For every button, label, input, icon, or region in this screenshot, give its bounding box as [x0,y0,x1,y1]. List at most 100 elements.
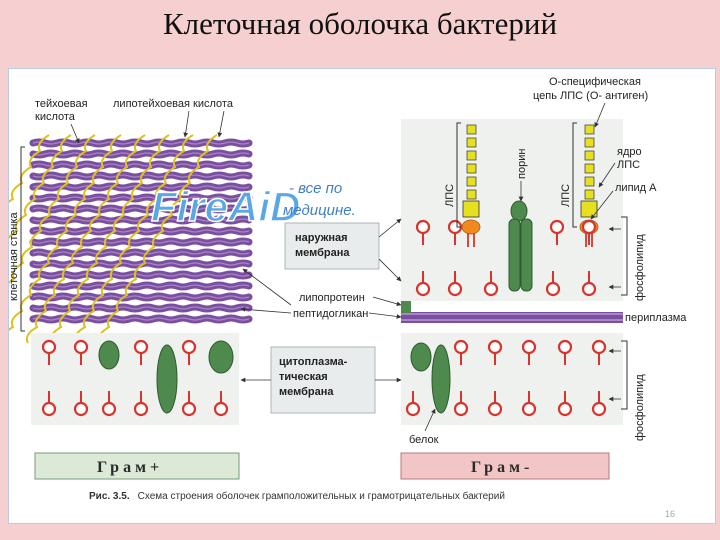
teichoic-chain [73,134,194,344]
o-specific-label-2: цепь ЛПС (О- антиген) [533,90,648,102]
teichoic-chain [9,134,72,248]
cyto-membrane-label-1: цитоплазма- [279,356,348,368]
phospholipid-top-label: фосфолипид [634,234,646,301]
lps-o-antigen-unit [466,150,477,161]
o-specific-label-1: О-специфическая [549,76,641,88]
cell-envelope-diagram: клеточная стенка тейхоевая кислота липот… [9,76,687,519]
gram-neg-cytoplasmic-membrane [405,339,607,417]
phospholipid [453,339,469,365]
outer-membrane-label-1: наружная [295,232,348,244]
phospholipid [101,391,117,417]
slide-title: Клеточная оболочка бактерий [162,6,558,41]
phospholipid [213,391,229,417]
phospholipid [133,339,149,365]
lps-left-label: ЛПС [444,184,456,207]
lps-right-label: ЛПС [560,184,572,207]
figure-caption: Рис. 3.5. Схема строения оболочек грампо… [89,486,505,503]
membrane-protein [156,344,178,414]
cell-wall-label: клеточная стенка [9,212,20,301]
membrane-protein [208,340,234,374]
lipid-a-label: липид А [615,182,657,194]
lps-o-antigen-unit [584,176,595,187]
lps-o-antigen-unit [466,189,477,200]
gram-positive-box [34,452,240,480]
teichoic-acid-label-1: тейхоевая [35,98,88,110]
phospholipid [41,391,57,417]
caption-text: Схема строения оболочек грамположительны… [138,490,505,502]
teichoic-chain [25,134,146,344]
phospholipid [447,271,463,297]
peptidoglycan-label: пептидогликан [293,308,368,320]
teichoic-chain [9,134,50,203]
lps-o-antigen-unit [584,163,595,174]
teichoic-acid-label-2: кислота [35,111,76,123]
phospholipid [483,271,499,297]
phospholipid [549,219,565,245]
lipoprotein-mark [401,301,411,313]
phospholipid [41,339,57,365]
diagram-panel: клеточная стенка тейхоевая кислота липот… [8,68,716,524]
porin-label: порин [516,149,528,179]
phospholipid [581,219,597,245]
phospholipid [181,339,197,365]
cyto-membrane-label-2: тическая [279,371,328,383]
gram-neg-peptidoglycan [401,312,623,323]
lps-core [580,200,598,218]
gram-negative-label: Грам- [471,459,533,476]
lps-o-antigen-unit [466,124,477,135]
periplasm-label: периплазма [625,312,687,324]
phospholipid [73,391,89,417]
gram-negative-box [400,452,610,480]
lps-o-antigen-unit [584,137,595,148]
watermark-logo: FireAiD [151,183,300,230]
teichoic-chain [97,134,218,344]
lps-o-antigen-unit [584,189,595,200]
phospholipid [453,391,469,417]
porin-protein [508,200,533,292]
lps-core [462,200,480,218]
membrane-protein [410,342,432,372]
phospholipid [545,271,561,297]
phospholipid [557,391,573,417]
protein-label: белок [409,434,439,446]
lps-o-antigen-unit [466,137,477,148]
phospholipid [581,271,597,297]
outer-membrane-label-2: мембрана [295,247,350,259]
watermark-tagline-2: медицине. [283,202,356,219]
caption-fig-number: Рис. 3.5. [89,491,130,502]
lps-o-antigen-unit [466,163,477,174]
gram-positive-label: Грам+ [97,459,163,476]
phospholipid [405,391,421,417]
phospholipid [521,339,537,365]
cell-wall-bracket [20,146,25,332]
lipoteichoic-acid-label: липотейхоевая кислота [113,98,234,110]
phospholipid [591,339,607,365]
outer-membrane-label-box [284,222,380,270]
watermark-tagline-1: - все по [289,180,342,197]
lipid-a [461,219,481,235]
gram-pos-cytoplasmic-membrane [41,339,234,417]
gram-neg-outer-membrane [415,219,597,297]
phospholipid [487,391,503,417]
lps-core-label-2: ЛПС [617,159,640,171]
phospholipid-bottom-label: фосфолипид [634,374,646,441]
membrane-protein [98,340,120,370]
phospholipid [591,391,607,417]
lps-o-antigen-unit [584,150,595,161]
phospholipid [557,339,573,365]
membrane-protein [431,344,451,414]
teichoic-chain [49,134,170,344]
phospholipid [181,391,197,417]
phospholipid [521,391,537,417]
cyto-membrane-label-3: мембрана [279,386,334,398]
phospholipid [487,339,503,365]
phospholipid [73,339,89,365]
teichoic-chain [9,134,96,284]
page-number: 16 [665,509,675,519]
phospholipid [415,219,431,245]
lps-core-label-1: ядро [617,146,642,158]
phospholipid [133,391,149,417]
lipoprotein-label: липопротеин [299,292,365,304]
phospholipid [415,271,431,297]
